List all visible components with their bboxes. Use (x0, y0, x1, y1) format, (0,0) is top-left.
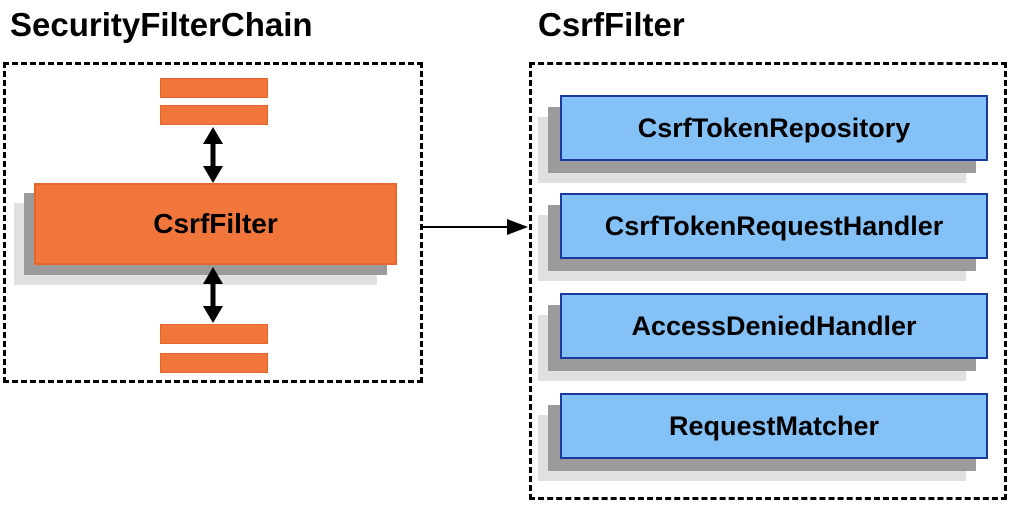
right-arrow-icon (423, 219, 528, 235)
csrf-token-repository-box: CsrfTokenRepository (560, 95, 988, 161)
csrf-filter-box: CsrfFilter (34, 183, 397, 265)
csrf-filter-box-label: CsrfFilter (153, 208, 278, 239)
filter-bar (160, 324, 268, 344)
security-filter-chain-container (3, 62, 423, 383)
component-label: RequestMatcher (668, 410, 880, 441)
request-matcher-box: RequestMatcher (560, 393, 988, 459)
component-label: AccessDeniedHandler (631, 310, 917, 341)
filter-bar (160, 105, 268, 125)
component-label: CsrfTokenRequestHandler (604, 210, 944, 241)
access-denied-handler-box: AccessDeniedHandler (560, 293, 988, 359)
filter-bar (160, 353, 268, 373)
csrf-token-request-handler-box: CsrfTokenRequestHandler (560, 193, 988, 259)
csrf-filter-container (529, 62, 1007, 500)
csrf-filter-title: CsrfFilter (538, 6, 685, 43)
up-down-arrow-icon (203, 267, 223, 323)
security-filter-chain-title: SecurityFilterChain (10, 6, 313, 43)
component-label: CsrfTokenRepository (637, 112, 911, 143)
filter-bar (160, 78, 268, 98)
up-down-arrow-icon (203, 127, 223, 183)
